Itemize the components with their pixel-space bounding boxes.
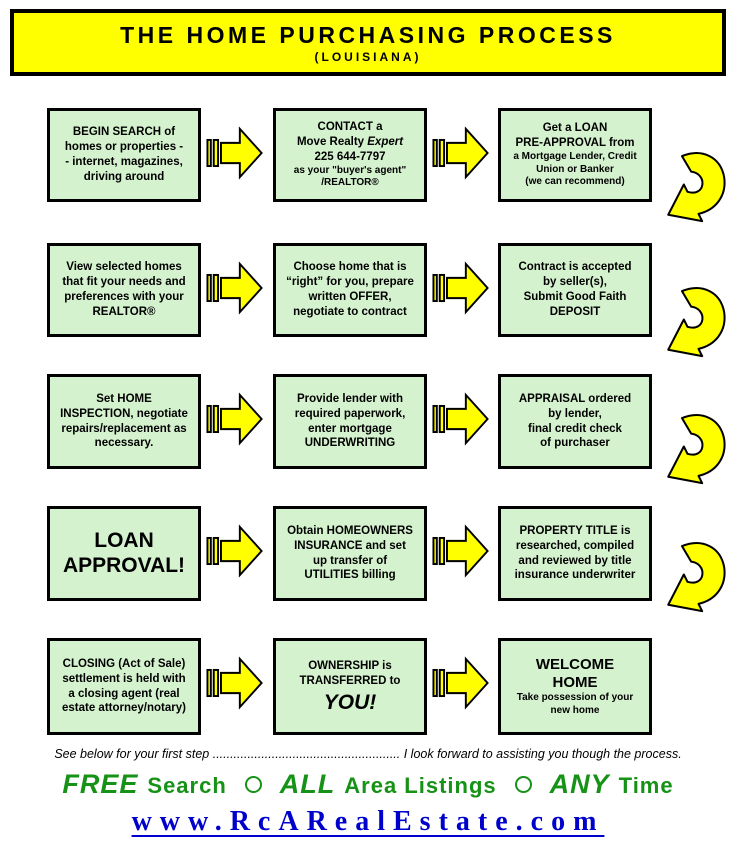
box-closing: CLOSING (Act of Sale) settlement is held…: [47, 638, 201, 735]
box-underwriting: Provide lender with required paperwork, …: [273, 374, 427, 469]
phone-number: 225 644-7797: [314, 150, 386, 163]
box-line: as your "buyer's agent": [293, 164, 407, 176]
page-title: THE HOME PURCHASING PROCESS: [120, 21, 616, 48]
tagline-any: ANY: [549, 769, 610, 799]
striped-right-arrow-icon: [432, 257, 490, 319]
box-text: Provide lender with required paperwork, …: [294, 392, 406, 450]
box-begin-search: BEGIN SEARCH of homes or properties - - …: [47, 108, 201, 202]
striped-right-arrow-icon: [432, 520, 490, 582]
website-url-line: www.RcARealEstate.com: [0, 806, 736, 838]
box-text: LOAN APPROVAL!: [62, 529, 186, 577]
footer-note-right: I look forward to assisting you though t…: [400, 747, 682, 761]
website-link[interactable]: www.RcARealEstate.com: [131, 806, 605, 837]
box-text: Set HOME INSPECTION, negotiate repairs/r…: [60, 392, 188, 450]
striped-right-arrow-icon: [432, 122, 490, 184]
tagline-search: Search: [147, 773, 227, 798]
striped-right-arrow-icon: [432, 388, 490, 450]
striped-right-arrow-icon: [206, 122, 264, 184]
box-property-title: PROPERTY TITLE is researched, compiled a…: [498, 506, 652, 601]
striped-right-arrow-icon: [206, 652, 264, 714]
striped-right-arrow-icon: [206, 388, 264, 450]
box-text: Get a LOAN PRE-APPROVAL from: [515, 122, 635, 150]
title-banner: THE HOME PURCHASING PROCESS (LOUISIANA): [10, 9, 726, 76]
box-insurance-utilities: Obtain HOMEOWNERS INSURANCE and set up t…: [273, 506, 427, 601]
box-appraisal: APPRAISAL ordered by lender, final credi…: [498, 374, 652, 469]
box-text: Obtain HOMEOWNERS INSURANCE and set up t…: [287, 524, 413, 582]
box-line: Move Realty Expert: [297, 135, 403, 150]
box-line: /REALTOR®: [321, 177, 379, 189]
box-text: Choose home that is “right” for you, pre…: [286, 261, 414, 318]
striped-right-arrow-icon: [206, 257, 264, 319]
box-text: View selected homes that fit your needs …: [62, 261, 186, 318]
box-subtext: a Mortgage Lender, Credit Union or Banke…: [513, 151, 637, 188]
box-text: WELCOME HOME: [535, 656, 615, 691]
striped-right-arrow-icon: [206, 520, 264, 582]
footer-note-dots: ........................................…: [212, 747, 401, 761]
curved-down-left-arrow-icon: [654, 281, 732, 369]
box-view-homes: View selected homes that fit your needs …: [47, 243, 201, 337]
tagline-free-search: FREE Search: [62, 769, 226, 800]
box-text: APPRAISAL ordered by lender, final credi…: [518, 392, 632, 450]
box-emphasis-text: YOU!: [323, 690, 377, 714]
tagline: FREE Search ALL Area Listings ANY Time: [0, 769, 736, 800]
tagline-area-listings: Area Listings: [344, 773, 497, 798]
box-contract-accepted: Contract is accepted by seller(s), Submi…: [498, 243, 652, 337]
curved-down-left-arrow-icon: [654, 146, 732, 234]
circle-bullet-icon: [514, 776, 532, 793]
box-welcome-home: WELCOME HOME Take possession of your new…: [498, 638, 652, 735]
footer-note: See below for your first step ..........…: [0, 747, 736, 761]
footer-note-left: See below for your first step: [54, 747, 213, 761]
box-text: Contract is accepted by seller(s), Submi…: [518, 261, 632, 318]
box-text: OWNERSHIP is TRANSFERRED to: [299, 660, 401, 687]
tagline-time: Time: [618, 773, 674, 798]
box-ownership-transferred: OWNERSHIP is TRANSFERRED to YOU!: [273, 638, 427, 735]
box-home-inspection: Set HOME INSPECTION, negotiate repairs/r…: [47, 374, 201, 469]
tagline-all: ALL: [279, 769, 336, 799]
box-line-text: Move Realty: [296, 136, 368, 149]
striped-right-arrow-icon: [432, 652, 490, 714]
box-choose-home-offer: Choose home that is “right” for you, pre…: [273, 243, 427, 337]
curved-down-left-arrow-icon: [654, 408, 732, 496]
box-loan-preapproval: Get a LOAN PRE-APPROVAL from a Mortgage …: [498, 108, 652, 202]
page-subtitle: (LOUISIANA): [314, 49, 422, 64]
tagline-free: FREE: [62, 769, 139, 799]
box-line-emphasis: Expert: [367, 136, 404, 149]
tagline-all-listings: ALL Area Listings: [280, 769, 497, 800]
box-text: PROPERTY TITLE is researched, compiled a…: [514, 524, 636, 582]
tagline-any-time: ANY Time: [550, 769, 674, 800]
box-text: CLOSING (Act of Sale) settlement is held…: [62, 657, 186, 715]
curved-down-left-arrow-icon: [654, 536, 732, 624]
box-contact-agent: CONTACT a Move Realty Expert 225 644-779…: [273, 108, 427, 202]
circle-bullet-icon: [244, 776, 262, 793]
box-text: BEGIN SEARCH of homes or properties - - …: [64, 126, 184, 183]
box-line: CONTACT a: [317, 121, 383, 134]
box-subtext: Take possession of your new home: [516, 692, 634, 716]
box-loan-approval: LOAN APPROVAL!: [47, 506, 201, 601]
